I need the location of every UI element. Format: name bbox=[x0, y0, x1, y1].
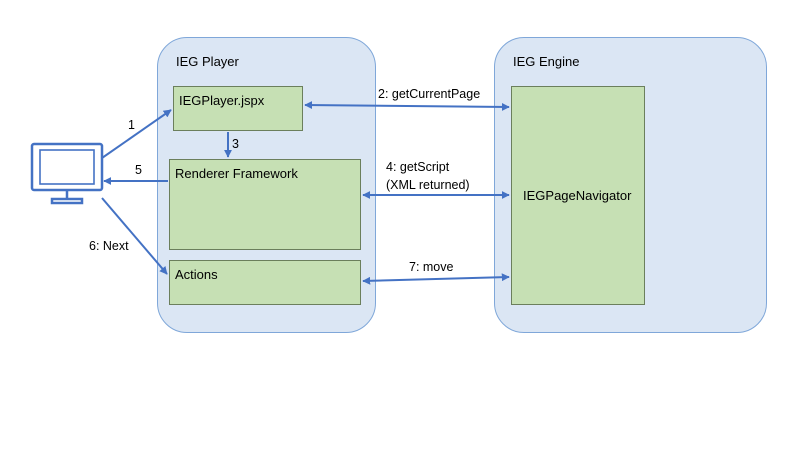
step-2-label: 2: getCurrentPage bbox=[378, 87, 481, 101]
actions-label: Actions bbox=[175, 267, 218, 282]
step-4-detail-label: (XML returned) bbox=[386, 178, 470, 192]
ieg-player-title: IEG Player bbox=[176, 54, 239, 69]
arrow-step-6 bbox=[101, 197, 168, 275]
renderer-framework-box: Renderer Framework bbox=[169, 159, 361, 250]
step-1-label: 1 bbox=[128, 118, 135, 132]
ieg-engine-title: IEG Engine bbox=[513, 54, 580, 69]
iegplayer-jspx-box: IEGPlayer.jspx bbox=[173, 86, 303, 131]
step-5-label: 5 bbox=[135, 163, 142, 177]
arrow-step-1 bbox=[101, 109, 172, 159]
monitor-icon bbox=[30, 142, 104, 205]
step-6-label: 6: Next bbox=[89, 239, 129, 253]
arrow-step-2 bbox=[304, 101, 510, 111]
iegpagenavigator-box: IEGPageNavigator bbox=[511, 86, 645, 305]
step-4-label: 4: getScript bbox=[386, 160, 450, 174]
step-3-label: 3 bbox=[232, 137, 239, 151]
renderer-framework-label: Renderer Framework bbox=[175, 166, 298, 181]
iegpagenavigator-label: IEGPageNavigator bbox=[523, 188, 632, 203]
step-7-label: 7: move bbox=[409, 260, 454, 274]
actions-box: Actions bbox=[169, 260, 361, 305]
arrow-step-7 bbox=[362, 273, 510, 285]
iegplayer-jspx-label: IEGPlayer.jspx bbox=[179, 93, 265, 108]
